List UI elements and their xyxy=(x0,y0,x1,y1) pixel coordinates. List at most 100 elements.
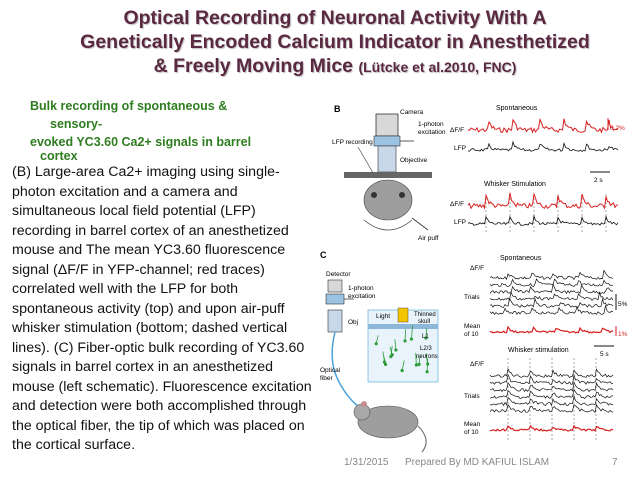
mean-label-c2: Mean xyxy=(464,421,481,428)
trial-trace xyxy=(489,290,614,301)
dff-label-c2: ΔF/F xyxy=(470,361,484,368)
whisker-label-c: Whisker stimulation xyxy=(508,347,569,354)
detector-box xyxy=(327,279,343,293)
excitation-label: excitation xyxy=(418,129,446,136)
trial-trace xyxy=(489,269,614,281)
scale-5s-label: 5 s xyxy=(600,351,609,358)
mouse-body xyxy=(363,219,413,231)
thinned-label: Thinned xyxy=(414,312,436,318)
mouse-eye-right xyxy=(399,192,405,198)
neuron-soma xyxy=(394,348,398,352)
trace-spont-dff xyxy=(467,117,619,134)
neuron-dendrite xyxy=(390,346,393,357)
neuron-soma xyxy=(400,368,404,373)
mean-label-c1: Mean xyxy=(464,323,481,330)
neurons-label: neurons xyxy=(416,354,438,360)
trace-mean-whisker xyxy=(489,424,614,432)
dichroic-c xyxy=(325,293,345,305)
neuron-dendrite xyxy=(415,352,417,365)
trace-whisker-lfp xyxy=(467,214,619,226)
mouse-head xyxy=(363,179,413,221)
thinned-skull-band xyxy=(368,324,438,329)
objective-label: Objective xyxy=(400,157,427,164)
neuron-soma xyxy=(414,363,418,367)
neuron-soma xyxy=(374,342,378,346)
whisker-label-b: Whisker Stimulation xyxy=(484,181,546,188)
scale-pct-b-label: 0.2% xyxy=(610,125,625,132)
lfp-label-b2: LFP xyxy=(454,219,466,226)
figure-panels: B Camera 1-photon excitation Objective L… xyxy=(320,104,628,453)
light-label: Light xyxy=(376,313,390,320)
l1-label: L1 xyxy=(422,334,429,340)
fiber-tip xyxy=(397,307,409,323)
bulk-line-2: sensory- xyxy=(50,117,103,131)
mouse-head-c xyxy=(353,403,371,421)
neuron-soma xyxy=(425,370,429,374)
dff-label-b2: ΔF/F xyxy=(450,201,464,208)
photon-label: 1-photon xyxy=(418,121,444,128)
obj-label: Obj xyxy=(348,319,358,326)
page-number: 7 xyxy=(612,457,618,468)
trial-trace xyxy=(489,374,614,385)
mouse-ear-c xyxy=(361,401,367,407)
title-citation: (Lütcke et al.2010, FNC) xyxy=(358,59,517,75)
neurons-cluster xyxy=(374,325,430,374)
objective-lens xyxy=(377,145,397,173)
scale-1pct-label: 1% xyxy=(618,331,628,338)
neuron-soma xyxy=(409,337,414,341)
trial-trace xyxy=(489,278,614,287)
stage-plate xyxy=(344,172,432,178)
lfp-recording-label: LFP recording xyxy=(332,139,373,146)
trials-label-c2: Trials xyxy=(464,393,480,400)
trial-trace xyxy=(489,381,614,393)
camera-body xyxy=(375,113,399,137)
of10-label-c2: of 10 xyxy=(464,429,479,436)
air-puff-label: Air puff xyxy=(418,235,439,242)
neuron-dendrite xyxy=(425,328,428,339)
neuron-soma xyxy=(426,362,430,366)
mouse-body-c xyxy=(357,405,419,439)
neuron-soma xyxy=(389,355,393,359)
fiber-label: fiber xyxy=(320,375,333,382)
spontaneous-label-c: Spontaneous xyxy=(500,255,542,262)
scale-time-b-label: 2 s xyxy=(594,177,603,184)
lfp-label-b1: LFP xyxy=(454,145,466,152)
neuron-dendrite xyxy=(425,353,429,365)
trial-trace xyxy=(489,394,614,407)
footer-author: Prepared By MD KAFIUL ISLAM xyxy=(405,457,550,468)
spontaneous-label-b: Spontaneous xyxy=(496,105,538,112)
l23-label: L2/3 xyxy=(420,346,432,352)
stim-lines-b xyxy=(485,194,607,234)
neuron-soma xyxy=(383,362,388,366)
panel-c-label: C xyxy=(320,250,327,260)
figure-description: (B) Large-area Ca2+ imaging using single… xyxy=(12,164,312,453)
trace-whisker-dff xyxy=(467,192,619,210)
title-line-1: Optical Recording of Neuronal Activity W… xyxy=(123,7,547,29)
neuron-dendrite xyxy=(394,339,397,350)
excitation-label-c: excitation xyxy=(348,293,376,300)
footer-date: 1/31/2015 xyxy=(344,457,389,468)
camera-schematic: Camera 1-photon excitation Objective LFP… xyxy=(332,109,446,242)
trial-trace xyxy=(489,388,614,399)
bulk-line-1: Bulk recording of spontaneous & xyxy=(30,99,228,113)
dff-label-b1: ΔF/F xyxy=(450,127,464,134)
of10-label-c1: of 10 xyxy=(464,331,479,338)
mouse-eye-left xyxy=(371,192,377,198)
neuron-dendrite xyxy=(401,360,405,371)
trials-spontaneous xyxy=(489,269,614,315)
title-line-3-text: & Freely Moving Mice xyxy=(153,55,354,77)
bulk-line-3: evoked YC3.60 Ca2+ signals in barrel xyxy=(30,135,252,149)
trial-trace xyxy=(489,304,614,315)
bulk-line-4: cortex xyxy=(40,149,78,163)
title-line-2: Genetically Encoded Calcium Indicator in… xyxy=(80,31,590,53)
mouse-tail-c xyxy=(417,425,427,453)
dff-label-c1: ΔF/F xyxy=(470,265,484,272)
trial-trace xyxy=(489,403,614,414)
neuron-dendrite xyxy=(404,329,407,341)
air-puff-tube xyxy=(411,217,429,231)
slide-title: Optical Recording of Neuronal Activity W… xyxy=(40,6,630,79)
trace-mean-spontaneous xyxy=(489,325,614,334)
neuron-soma xyxy=(424,336,428,340)
optical-label: Optical xyxy=(320,367,341,374)
trial-trace xyxy=(489,297,614,308)
